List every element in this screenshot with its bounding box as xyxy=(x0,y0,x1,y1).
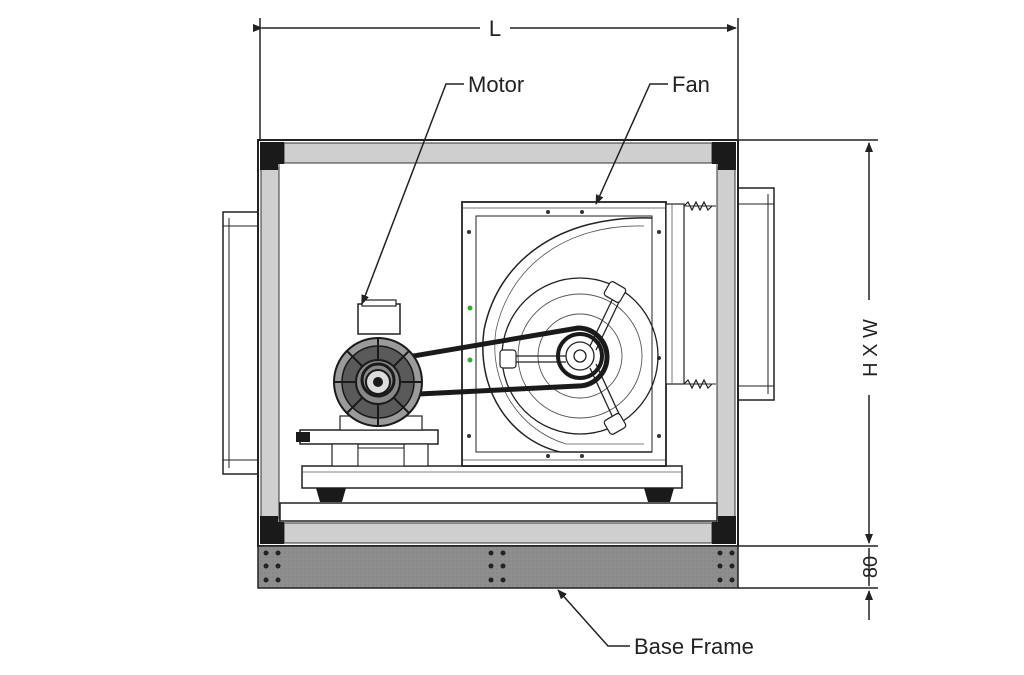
dimension-length: L xyxy=(253,16,739,140)
vibration-mount-right xyxy=(644,488,674,502)
dimension-height-width: H X W xyxy=(738,139,882,547)
fan-callout: Fan xyxy=(595,72,710,205)
dimension-base-height: 80 xyxy=(738,548,882,620)
drive-belt xyxy=(377,325,610,399)
corner-block-tr xyxy=(712,142,736,170)
motor xyxy=(296,299,439,467)
motor-callout: Motor xyxy=(361,72,524,305)
floor-rail xyxy=(279,502,718,522)
corner-block-br xyxy=(712,516,736,544)
base-frame xyxy=(257,545,739,589)
corner-block-tl xyxy=(260,142,284,170)
corner-block-bl xyxy=(260,516,284,544)
inlet-flange xyxy=(222,211,260,475)
fan-label: Fan xyxy=(672,72,710,97)
mounting-skid xyxy=(301,465,683,502)
length-label: L xyxy=(489,16,501,41)
outlet-flange xyxy=(737,187,775,401)
base-frame-label: Base Frame xyxy=(634,634,754,659)
base-height-label: 80 xyxy=(860,556,882,578)
motor-label: Motor xyxy=(468,72,524,97)
fan xyxy=(461,200,716,467)
base-frame-callout: Base Frame xyxy=(557,589,754,659)
height-width-label: H X W xyxy=(860,319,882,377)
vibration-mount-left xyxy=(316,488,346,502)
